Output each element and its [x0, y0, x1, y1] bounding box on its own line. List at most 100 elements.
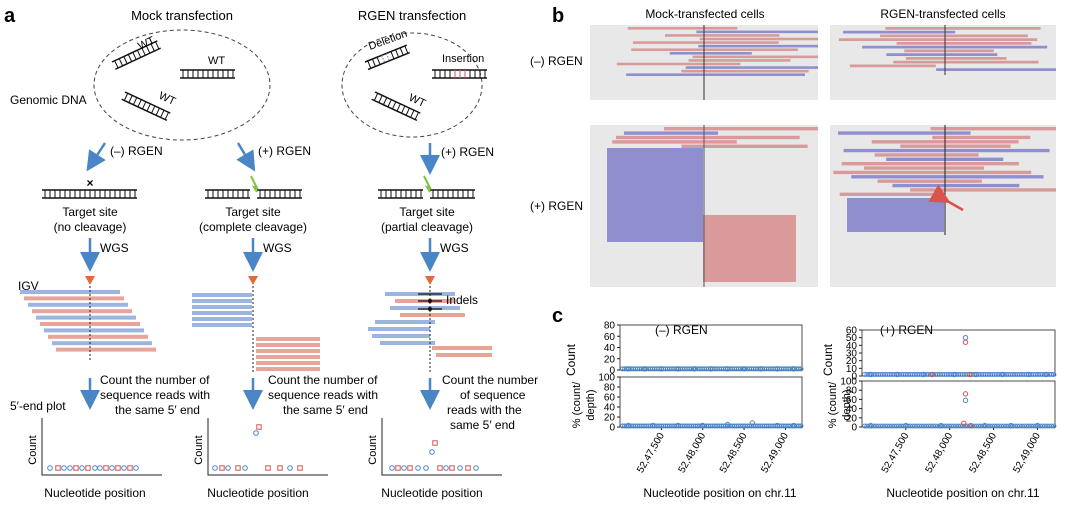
read-bar [56, 347, 156, 352]
baseline-point [1019, 423, 1025, 429]
indels-label: Indels [446, 293, 478, 307]
baseline-point [935, 423, 941, 429]
y-tick-label: 80 [604, 383, 616, 394]
baseline-point [930, 423, 936, 429]
mini-plot-point [465, 465, 471, 471]
read-bar [368, 327, 430, 331]
baseline-point [996, 423, 1002, 429]
mini-plot-point [127, 465, 133, 471]
mock-title: Mock transfection [131, 8, 233, 23]
baseline-point [985, 423, 991, 429]
igv-read [885, 27, 1041, 30]
igv-read [886, 53, 998, 56]
baseline-point [973, 423, 979, 429]
mini-plot-point [449, 465, 455, 471]
baseline-point [1035, 372, 1041, 377]
data-point [868, 422, 874, 429]
mini-plot-point [407, 465, 413, 471]
igv-read [930, 127, 1056, 131]
baseline-point [914, 423, 920, 429]
c-right-ylabel-count: Count [821, 343, 835, 376]
baseline-point [942, 372, 947, 377]
mini-plot-point [73, 465, 79, 471]
baseline-point [919, 423, 925, 429]
read-bar [20, 290, 120, 294]
igv-read [692, 55, 818, 59]
baseline-point [1030, 372, 1036, 377]
igv-read [862, 45, 1048, 49]
read-bar [44, 328, 144, 333]
baseline-point [796, 423, 802, 429]
baseline-point [871, 372, 877, 377]
y-tick-label: 40 [846, 341, 858, 352]
mini-plot-point [389, 465, 395, 471]
wgs-label-3: WGS [440, 241, 469, 255]
mini-plot-point [67, 465, 73, 471]
count-text-1: Count the number of sequence reads with … [100, 373, 210, 417]
baseline-point [1001, 423, 1007, 429]
y-tick-label: 80 [846, 386, 858, 397]
baseline-point [916, 423, 922, 429]
igv-read [837, 131, 971, 135]
xlabel-mini-3: Nucleotide position [381, 486, 482, 500]
data-point [791, 422, 797, 429]
baseline-point [971, 423, 977, 429]
igv-read [681, 144, 808, 148]
baseline-point [796, 366, 802, 372]
x-tick-label: 52,48,500 [718, 431, 750, 475]
baseline-point [962, 372, 968, 377]
igv-read [910, 188, 1056, 192]
data-point [968, 422, 974, 429]
deletion-label: Deletion [367, 28, 409, 53]
mini-plot-point [395, 465, 401, 471]
igv-read [623, 131, 718, 135]
baseline-point [875, 423, 881, 429]
igv-read [900, 144, 1011, 148]
read-bar [256, 343, 320, 347]
igv-read [896, 42, 1032, 45]
baseline-point [873, 372, 879, 377]
five-end-plot-label: 5′-end plot [10, 399, 66, 413]
mini-plot-point [79, 465, 85, 471]
igv-read [669, 52, 752, 55]
cut-marker-1 [85, 276, 95, 285]
cut-marker-2 [248, 276, 258, 285]
mini-plot-axes [41, 418, 162, 476]
col-rgen-label: RGEN-transfected cells [880, 7, 1005, 21]
baseline-point [976, 423, 982, 429]
read-bar [390, 306, 460, 310]
mini-plot-point [225, 465, 231, 471]
x-tick-label: 52,48,000 [677, 431, 709, 475]
baseline-point [1051, 423, 1057, 429]
baseline-point [923, 372, 929, 377]
igv-tracks [607, 25, 1056, 287]
chart-frame [619, 324, 803, 371]
baseline-point [905, 372, 911, 377]
x-tick-label: 52,47,500 [635, 431, 667, 475]
wgs-label-2: WGS [263, 241, 292, 255]
data-point [757, 366, 764, 372]
igv-read-block [703, 215, 796, 282]
data-point [625, 366, 631, 372]
baseline-point [948, 423, 954, 429]
read-bar [432, 346, 492, 350]
igv-read [849, 64, 936, 68]
col-mock-label: Mock-transfected cells [645, 7, 764, 21]
baseline-point [1040, 372, 1045, 377]
baseline-point [1003, 423, 1009, 429]
data-point [691, 366, 698, 372]
baseline-point [1010, 372, 1016, 377]
baseline-point [1028, 372, 1034, 377]
target-site-1 [42, 189, 137, 199]
y-tick-label: 50 [846, 333, 858, 344]
igv-read [696, 30, 818, 34]
baseline-point [962, 423, 968, 429]
y-tick-label: 30 [846, 349, 858, 360]
baseline-point [1049, 423, 1055, 429]
svg-text:Count the number of: Count the number of [268, 373, 378, 387]
mini-plot-point [401, 465, 407, 471]
count-text-2: Count the number of sequence reads with … [268, 373, 378, 417]
svg-text:% (count/: % (count/ [571, 381, 583, 428]
data-point [724, 421, 731, 428]
mini-plot-point [55, 465, 61, 471]
